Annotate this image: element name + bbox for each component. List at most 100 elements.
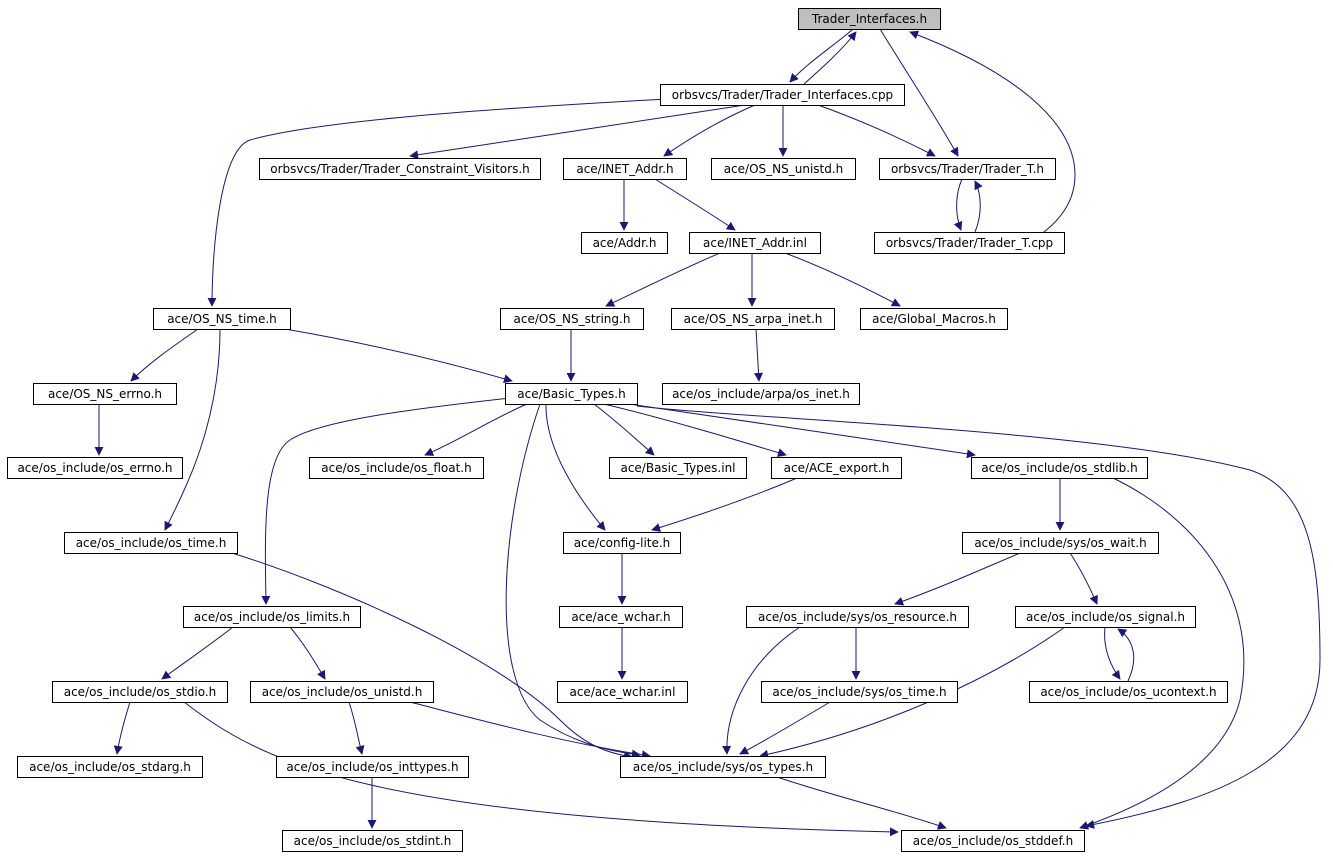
node-box bbox=[557, 681, 688, 703]
node-box bbox=[276, 756, 469, 778]
node-box bbox=[7, 457, 183, 479]
node-ace-export-h[interactable]: ace/ACE_export.h bbox=[771, 457, 902, 479]
edge-os-ns-time-to-basic-types-line bbox=[284, 328, 513, 384]
node-label: ace/os_include/sys/os_resource.h bbox=[758, 610, 957, 624]
node-os-stdarg-h[interactable]: ace/os_include/os_stdarg.h bbox=[17, 756, 203, 778]
node-trader-t-h[interactable]: orbsvcs/Trader/Trader_T.h bbox=[879, 158, 1056, 180]
node-os-ns-string-h[interactable]: ace/OS_NS_string.h bbox=[500, 308, 644, 330]
node-box bbox=[761, 681, 958, 703]
node-os-stddef-h[interactable]: ace/os_include/os_stddef.h bbox=[901, 830, 1085, 852]
node-ace-wchar-h[interactable]: ace/ace_wchar.h bbox=[559, 606, 683, 628]
node-inet-addr-h[interactable]: ace/INET_Addr.h bbox=[563, 158, 687, 180]
node-global-macros-h[interactable]: ace/Global_Macros.h bbox=[860, 308, 1008, 330]
node-box bbox=[1029, 681, 1228, 703]
node-label: ace/os_include/sys/os_time.h bbox=[772, 685, 946, 699]
node-constraint-visitors-h[interactable]: orbsvcs/Trader/Trader_Constraint_Visitor… bbox=[259, 158, 541, 180]
node-os-errno-h[interactable]: ace/os_include/os_errno.h bbox=[7, 457, 183, 479]
edge-trader-t-h-to-trader-t-cpp-line bbox=[953, 178, 963, 231]
edge-os-ns-time-to-basic-types bbox=[284, 328, 513, 384]
node-label: ace/os_include/os_time.h bbox=[76, 536, 227, 550]
node-os-unistd-h[interactable]: ace/os_include/os_unistd.h bbox=[250, 681, 434, 703]
node-ace-wchar-inl[interactable]: ace/ace_wchar.inl bbox=[557, 681, 688, 703]
edge-os-limits-to-os-unistd-line bbox=[289, 626, 326, 680]
node-arpa-os-inet-h[interactable]: ace/os_include/arpa/os_inet.h bbox=[662, 383, 860, 405]
node-label: ace/os_include/os_stdint.h bbox=[294, 834, 452, 848]
node-os-limits-h[interactable]: ace/os_include/os_limits.h bbox=[183, 606, 361, 628]
node-addr-h[interactable]: ace/Addr.h bbox=[581, 232, 668, 254]
node-box bbox=[563, 532, 681, 554]
node-box bbox=[798, 8, 941, 30]
node-box bbox=[971, 457, 1148, 479]
node-os-ns-errno-h[interactable]: ace/OS_NS_errno.h bbox=[33, 383, 177, 405]
node-box bbox=[662, 383, 860, 405]
node-sys-os-wait-h[interactable]: ace/os_include/sys/os_wait.h bbox=[962, 532, 1159, 554]
node-os-time-h[interactable]: ace/os_include/os_time.h bbox=[64, 532, 238, 554]
node-trader-t-cpp[interactable]: orbsvcs/Trader/Trader_T.cpp bbox=[874, 232, 1065, 254]
edge-inet-addr-inl-to-os-ns-string-line bbox=[605, 252, 721, 307]
node-os-signal-h[interactable]: ace/os_include/os_signal.h bbox=[1015, 606, 1196, 628]
edge-ace-export-to-config-lite-line bbox=[651, 477, 798, 532]
node-os-ns-unistd-h[interactable]: ace/OS_NS_unistd.h bbox=[711, 158, 856, 180]
edge-trader-t-cpp-to-trader-t-h-line bbox=[974, 180, 983, 233]
node-sys-os-time-h[interactable]: ace/os_include/sys/os_time.h bbox=[761, 681, 958, 703]
edge-trader-t-cpp-to-trader-t-h bbox=[974, 180, 983, 233]
node-os-inttypes-h[interactable]: ace/os_include/os_inttypes.h bbox=[276, 756, 469, 778]
node-label: ace/OS_NS_time.h bbox=[167, 312, 277, 326]
edge-os-wait-to-os-resource-line bbox=[894, 552, 1021, 606]
node-box bbox=[259, 158, 541, 180]
node-label: ace/os_include/os_unistd.h bbox=[262, 685, 423, 699]
edge-os-ns-arpa-inet-to-arpa-os-inet bbox=[754, 328, 763, 382]
node-label: ace/os_include/os_float.h bbox=[321, 461, 471, 475]
edge-sys-os-time-to-os-types bbox=[739, 701, 831, 755]
node-config-lite-h[interactable]: ace/config-lite.h bbox=[563, 532, 681, 554]
edge-cpp-to-trader-t-h bbox=[817, 104, 936, 157]
edge-inet-addr-h-to-inet-addr-inl bbox=[654, 178, 736, 231]
node-box bbox=[771, 457, 902, 479]
node-os-stdio-h[interactable]: ace/os_include/os_stdio.h bbox=[52, 681, 228, 703]
edge-inet-addr-h-to-inet-addr-inl-line bbox=[654, 178, 736, 231]
node-sys-os-types-h[interactable]: ace/os_include/sys/os_types.h bbox=[620, 756, 826, 778]
node-os-float-h[interactable]: ace/os_include/os_float.h bbox=[309, 457, 484, 479]
node-box bbox=[689, 232, 821, 254]
edge-trader-t-cpp-to-trader-interfaces-h-line bbox=[909, 30, 1076, 254]
edge-cpp-to-os-ns-time-line bbox=[207, 98, 669, 307]
edge-basic-types-to-os-stdlib-line bbox=[628, 403, 976, 459]
node-sys-os-resource-h[interactable]: ace/os_include/sys/os_resource.h bbox=[746, 606, 969, 628]
node-os-ns-arpa-inet-h[interactable]: ace/OS_NS_arpa_inet.h bbox=[671, 308, 835, 330]
edge-inet-addr-inl-to-global-macros-line bbox=[784, 252, 901, 307]
node-label: ace/os_include/sys/os_wait.h bbox=[974, 536, 1146, 550]
node-label: ace/ace_wchar.inl bbox=[569, 685, 675, 699]
node-box bbox=[559, 606, 683, 628]
node-label: ace/os_include/sys/os_types.h bbox=[633, 760, 813, 774]
node-box bbox=[671, 308, 835, 330]
edge-os-ns-time-to-os-ns-errno bbox=[130, 328, 199, 382]
node-label: ace/os_include/os_ucontext.h bbox=[1040, 685, 1216, 699]
edge-os-limits-to-os-stdio bbox=[161, 626, 234, 680]
node-os-stdlib-h[interactable]: ace/os_include/os_stdlib.h bbox=[971, 457, 1148, 479]
node-os-ns-time-h[interactable]: ace/OS_NS_time.h bbox=[153, 308, 291, 330]
node-box bbox=[563, 158, 687, 180]
edge-os-signal-to-os-ucontext-line bbox=[1104, 626, 1121, 680]
edge-cpp-to-inet-addr-h bbox=[663, 104, 756, 157]
node-box bbox=[500, 308, 644, 330]
node-inet-addr-inl[interactable]: ace/INET_Addr.inl bbox=[689, 232, 821, 254]
edge-os-time-to-os-types bbox=[231, 552, 633, 761]
node-os-ucontext-h[interactable]: ace/os_include/os_ucontext.h bbox=[1029, 681, 1228, 703]
node-label: ace/ACE_export.h bbox=[784, 461, 890, 475]
node-basic-types-h[interactable]: ace/Basic_Types.h bbox=[505, 383, 638, 405]
node-trader-interfaces-cpp[interactable]: orbsvcs/Trader/Trader_Interfaces.cpp bbox=[660, 84, 905, 106]
edge-os-stdio-to-os-stdarg-line bbox=[113, 701, 131, 755]
edge-basic-types-to-os-float-line bbox=[424, 403, 528, 456]
node-basic-types-inl[interactable]: ace/Basic_Types.inl bbox=[609, 457, 747, 479]
node-box bbox=[33, 383, 177, 405]
node-os-stdint-h[interactable]: ace/os_include/os_stdint.h bbox=[282, 830, 463, 852]
node-label: ace/OS_NS_arpa_inet.h bbox=[684, 312, 823, 326]
node-layer: Trader_Interfaces.horbsvcs/Trader/Trader… bbox=[7, 8, 1228, 852]
node-label: ace/Addr.h bbox=[593, 236, 657, 250]
node-box bbox=[746, 606, 969, 628]
edge-trader-interfaces-h-to-cpp-line bbox=[789, 28, 854, 83]
edge-os-unistd-to-os-inttypes bbox=[348, 701, 365, 755]
node-label: orbsvcs/Trader/Trader_Interfaces.cpp bbox=[672, 88, 893, 102]
edge-basic-types-to-os-limits bbox=[261, 397, 511, 605]
edge-os-ns-time-to-os-time bbox=[164, 328, 221, 531]
